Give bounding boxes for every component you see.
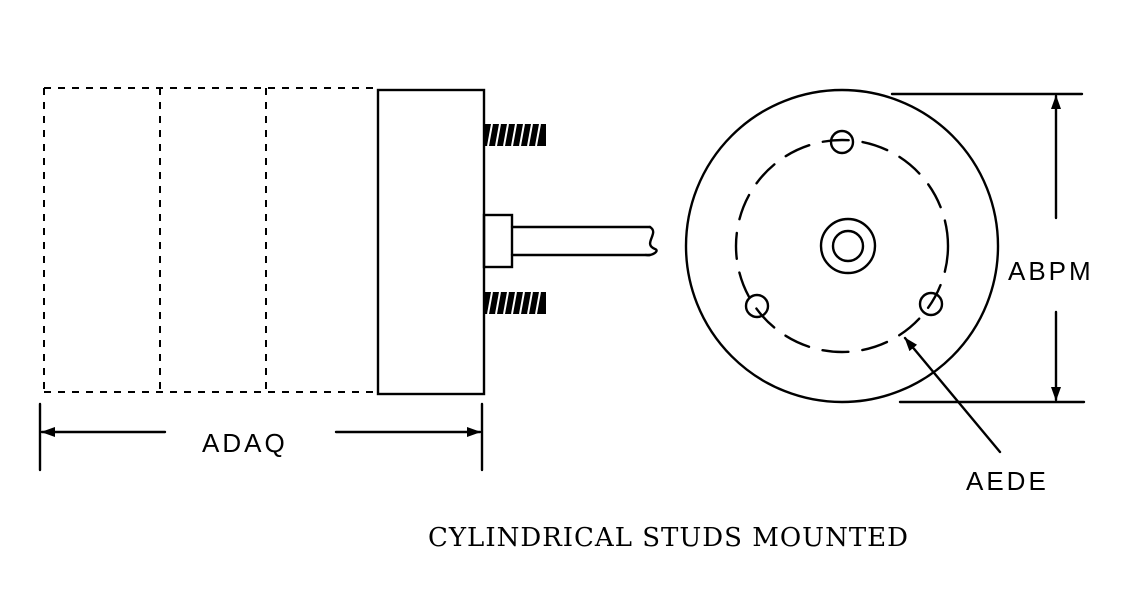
front-view: ABPM AEDE [684, 88, 1094, 496]
bolt-circle-label: AEDE [966, 466, 1049, 496]
mounting-hole-top [829, 129, 855, 155]
threaded-stud-bottom [484, 291, 546, 315]
mounting-hole-left [744, 293, 770, 319]
bolt-circle-leader: AEDE [903, 336, 1049, 496]
diameter-dimension: ABPM [890, 92, 1094, 404]
threaded-stud-top [484, 123, 546, 147]
outer-flange-circle [684, 88, 1000, 404]
shaft-end-inner [831, 229, 865, 263]
shaft [482, 213, 658, 269]
dashed-extension-outline [43, 87, 378, 393]
bolt-circle [734, 138, 950, 354]
side-view: ADAQ [38, 87, 658, 472]
diameter-label: ABPM [1008, 256, 1094, 286]
mounting-body [376, 88, 486, 396]
length-dimension: ADAQ [38, 402, 484, 472]
mounting-hole-right [918, 291, 944, 317]
length-label: ADAQ [202, 428, 288, 458]
shaft-end-outer [819, 217, 877, 275]
diagram-caption: CYLINDRICAL STUDS MOUNTED [428, 523, 909, 553]
